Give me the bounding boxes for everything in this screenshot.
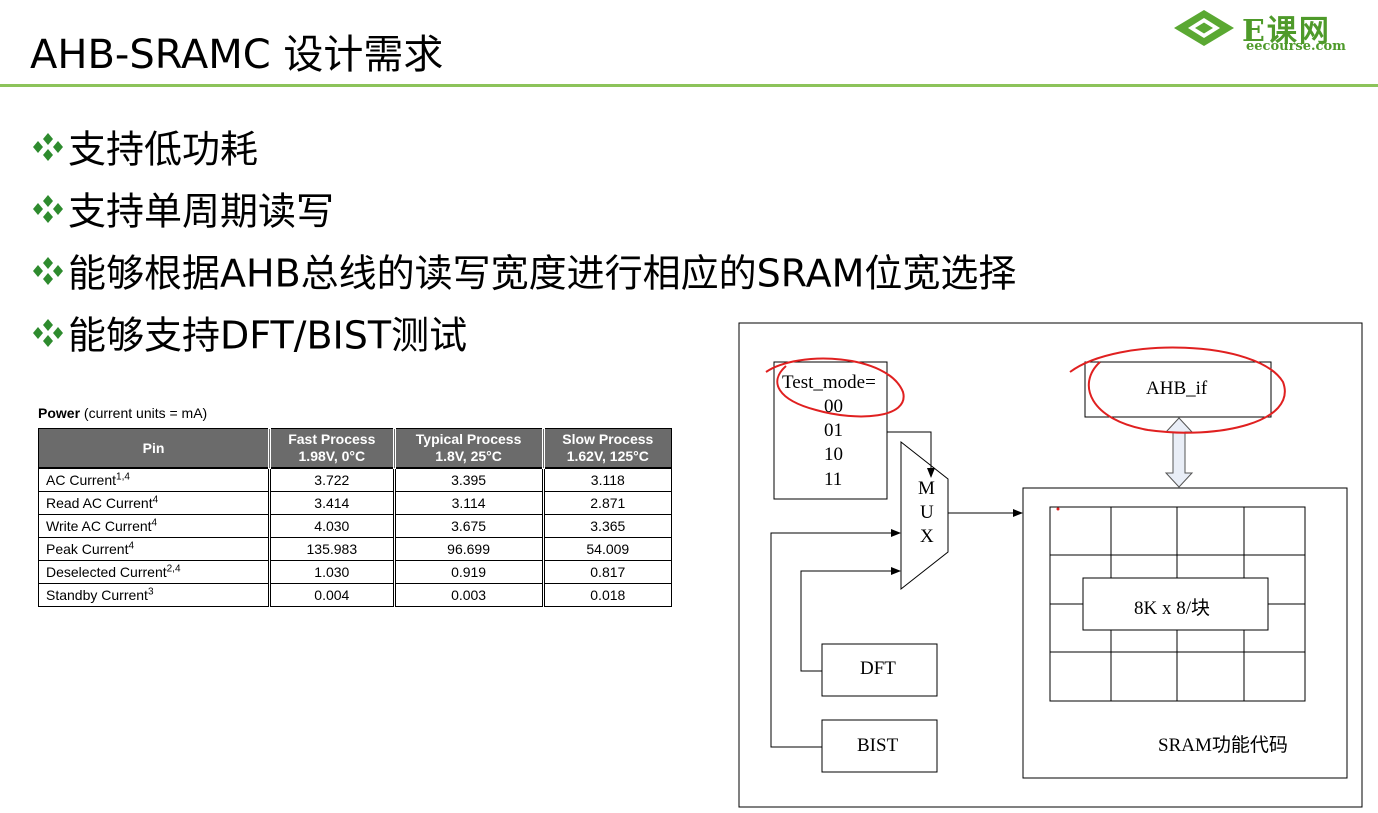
test-mode-label: Test_mode= (782, 372, 876, 393)
cell-fast: 1.030 (269, 560, 396, 584)
cell-pin: AC Current1,4 (38, 467, 271, 492)
annotation-circle-ahb-if (1069, 346, 1286, 434)
bullet-text: 能够支持DFT/BIST测试 (68, 313, 468, 358)
cell-typical: 0.919 (393, 560, 545, 584)
table-row: Standby Current3 0.004 0.003 0.018 (38, 583, 673, 607)
list-item: 能够支持DFT/BIST测试 (28, 302, 1016, 364)
cell-slow: 3.118 (542, 467, 673, 492)
bist-label: BIST (857, 735, 899, 756)
test-mode-value: 11 (824, 469, 843, 490)
four-diamond-bullet-icon (33, 319, 63, 347)
block-8k-label: 8K x 8/块 (1134, 598, 1211, 619)
power-caption-units: (current units = mA) (80, 405, 208, 421)
ahb-if-box (1084, 361, 1272, 418)
mux-letter: U (920, 502, 934, 523)
logo: E课网 eecourse.com (1170, 6, 1360, 56)
cell-slow: 0.817 (542, 560, 673, 584)
table-row: Deselected Current2,4 1.030 0.919 0.817 (38, 560, 673, 584)
mux-letter: M (918, 478, 935, 499)
title-divider (0, 84, 1378, 87)
bullet-text: 支持单周期读写 (68, 189, 335, 234)
page-title: AHB-SRAMC 设计需求 (30, 32, 444, 78)
cell-pin: Peak Current4 (38, 537, 271, 561)
table-row: Write AC Current4 4.030 3.675 3.365 (38, 514, 673, 538)
diagram-frame (738, 322, 1363, 808)
logo-domain: eecourse.com (1246, 39, 1346, 54)
diamond-logo-icon (1174, 10, 1234, 46)
requirement-list: 支持低功耗 支持单周期读写 能够根据AHB总线的读写宽度进行相应的SRAM位宽选… (28, 116, 1016, 364)
sram-box (1022, 487, 1348, 779)
cell-pin: Write AC Current4 (38, 514, 271, 538)
cell-fast: 4.030 (269, 514, 396, 538)
cell-pin: Read AC Current4 (38, 491, 271, 515)
dft-box (821, 643, 938, 697)
mux-shape (900, 440, 949, 591)
test-mode-value: 01 (824, 420, 843, 441)
test-mode-value: 00 (824, 396, 843, 417)
block-8k-box (1082, 577, 1269, 631)
cell-typical: 96.699 (393, 537, 545, 561)
cell-slow: 3.365 (542, 514, 673, 538)
cell-typical: 3.114 (393, 491, 545, 515)
list-item: 支持单周期读写 (28, 178, 1016, 240)
mux-letter: X (920, 526, 934, 547)
four-diamond-bullet-icon (33, 257, 63, 285)
table-row: Peak Current4 135.983 96.699 54.009 (38, 537, 673, 561)
block-diagram: Test_mode= 00 01 10 11 M U X AHB_if 8K x… (738, 322, 1363, 808)
annotation-circle-test-mode (765, 357, 905, 418)
cell-slow: 2.871 (542, 491, 673, 515)
test-mode-value: 10 (824, 444, 843, 465)
cell-fast: 3.722 (269, 467, 396, 492)
annotation-dot (1056, 507, 1060, 511)
bidirectional-arrow-icon (1164, 417, 1194, 488)
bist-box (821, 719, 938, 773)
cell-pin: Standby Current3 (38, 583, 271, 607)
sram-grid (1049, 506, 1306, 702)
dft-label: DFT (860, 658, 896, 679)
cell-fast: 3.414 (269, 491, 396, 515)
bullet-text: 支持低功耗 (68, 127, 259, 172)
dft-arrow (800, 567, 901, 672)
test-mode-box (773, 361, 888, 500)
cell-fast: 135.983 (269, 537, 396, 561)
cell-pin: Deselected Current2,4 (38, 560, 271, 584)
cell-slow: 54.009 (542, 537, 673, 561)
diagram-canvas (738, 322, 1363, 808)
power-caption-bold: Power (38, 405, 81, 421)
cell-slow: 0.018 (542, 583, 673, 607)
list-item: 支持低功耗 (28, 116, 1016, 178)
four-diamond-bullet-icon (33, 195, 63, 223)
cell-typical: 0.003 (393, 583, 545, 607)
bullet-text: 能够根据AHB总线的读写宽度进行相应的SRAM位宽选择 (68, 251, 1017, 296)
table-row: Read AC Current4 3.414 3.114 2.871 (38, 491, 673, 515)
cell-fast: 0.004 (269, 583, 396, 607)
bist-arrow (770, 529, 901, 748)
table-row: AC Current1,4 3.722 3.395 3.118 (38, 467, 673, 492)
header-pin: Pin (38, 428, 271, 469)
list-item: 能够根据AHB总线的读写宽度进行相应的SRAM位宽选择 (28, 240, 1016, 302)
logo-brand: E课网 (1242, 14, 1331, 49)
four-diamond-bullet-icon (33, 133, 63, 161)
sram-label: SRAM功能代码 (1158, 735, 1288, 756)
cell-typical: 3.675 (393, 514, 545, 538)
power-caption: Power (current units = mA) (38, 405, 207, 421)
test-mode-arrow (887, 431, 935, 478)
ahb-if-label: AHB_if (1146, 378, 1208, 399)
cell-typical: 3.395 (393, 467, 545, 492)
